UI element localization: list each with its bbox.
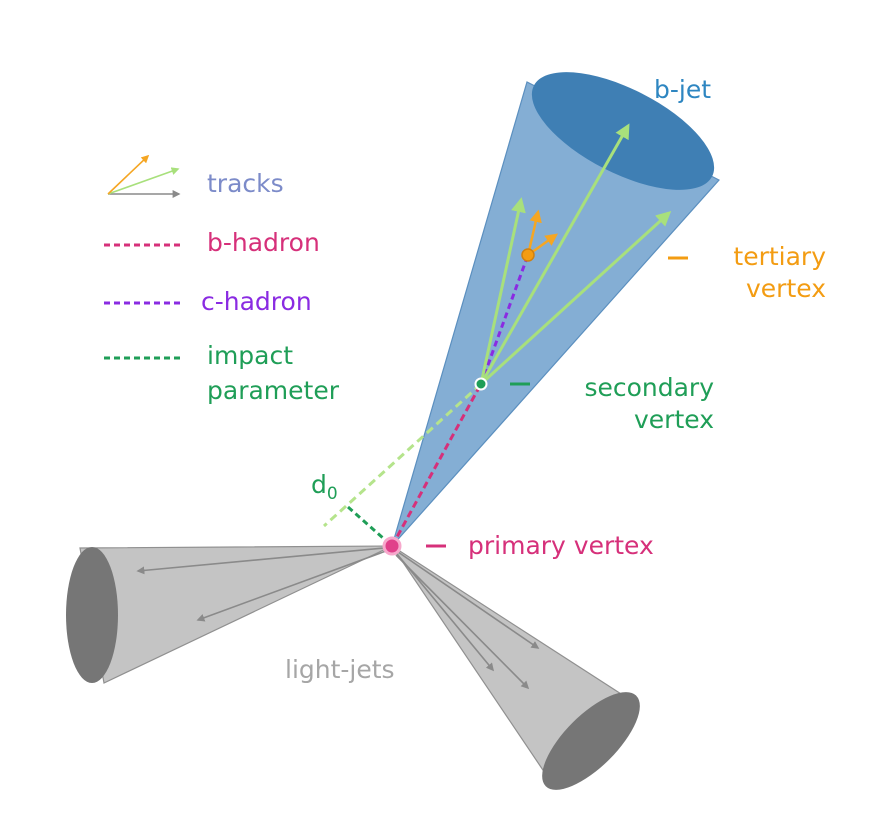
light-jet-track — [136, 547, 385, 575]
b-jet-cone — [391, 72, 720, 547]
b-jet-label: b-jet — [654, 75, 711, 104]
light-jet-right — [391, 545, 640, 790]
legend-tracks-label: tracks — [207, 169, 284, 198]
light-jet-track — [397, 551, 540, 649]
c-hadron-path — [479, 254, 530, 385]
tertiary-vertex-label-line1: tertiary — [733, 242, 826, 271]
light-jet-track — [396, 553, 495, 672]
secondary-vertex-label-line1: secondary — [584, 373, 714, 402]
primary-vertex-marker — [382, 536, 402, 556]
track-extrapolation-line — [322, 382, 483, 528]
b-jet-track — [479, 210, 672, 386]
legend-impact-label-line2: parameter — [207, 376, 340, 405]
tertiary-vertex-marker — [521, 248, 535, 262]
legend-c-hadron-label: c-hadron — [201, 287, 312, 316]
secondary-vertex-label-line2: vertex — [634, 405, 714, 434]
legend-impact-label-line1: impact — [207, 341, 293, 370]
light-jet-left — [66, 545, 393, 684]
b-jet-track — [479, 123, 630, 385]
tertiary-track — [526, 209, 542, 256]
primary-vertex-label: primary vertex — [468, 531, 654, 560]
light-jet-track — [196, 550, 387, 622]
legend-b-hadron-label: b-hadron — [207, 228, 320, 257]
d0-label: d0 — [311, 470, 338, 504]
tracks-legend-icon — [107, 154, 181, 198]
light-jets-label: light-jets — [285, 655, 395, 684]
b-hadron-path — [390, 383, 483, 547]
legend: tracks b-hadron c-hadron impact paramete… — [104, 154, 340, 405]
tertiary-vertex-label-line2: vertex — [746, 274, 826, 303]
light-jet-track — [395, 554, 530, 690]
b-jet-track — [479, 197, 526, 385]
secondary-vertex-marker — [474, 377, 488, 391]
